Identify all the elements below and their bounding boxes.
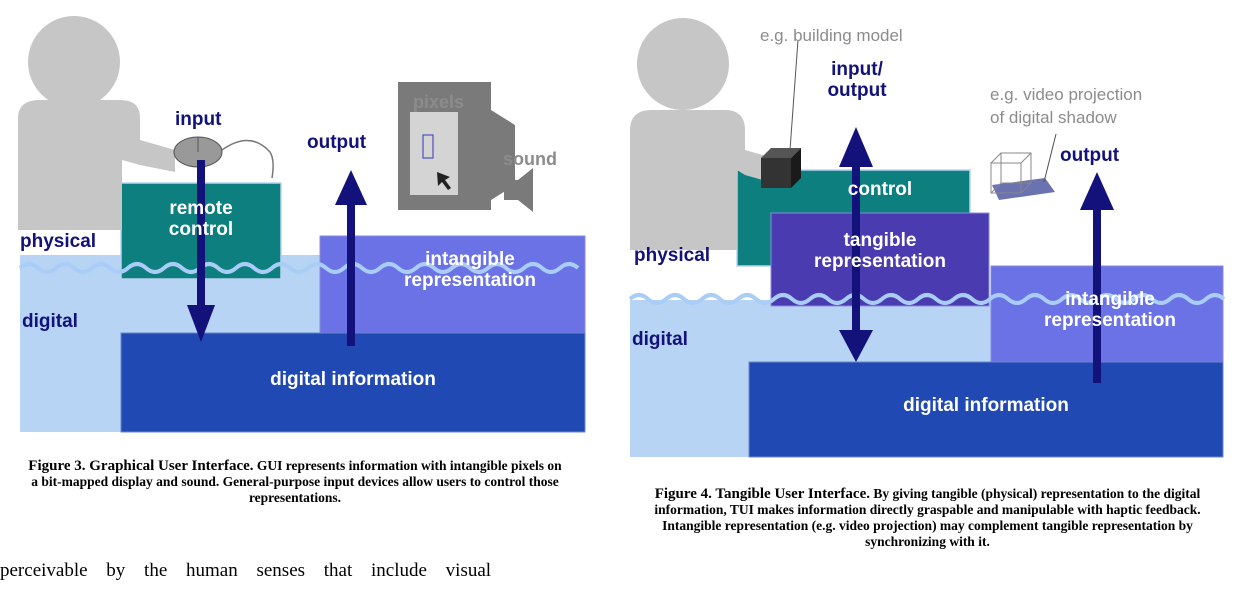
fig3-mouse-icon bbox=[173, 136, 274, 179]
fig3-output-arrow bbox=[335, 170, 367, 346]
fig3-digital-info-box bbox=[120, 332, 586, 433]
fig4-input-output-arrow bbox=[839, 127, 873, 362]
fig3-physical-label: physical bbox=[20, 231, 97, 252]
fig4-physical-label: physical bbox=[634, 245, 711, 266]
fig3-intangible-label: intangible representation bbox=[404, 249, 536, 291]
fig4-control-label: control bbox=[847, 179, 913, 200]
fig4-caption-title: Figure 4. Tangible User Interface. bbox=[654, 486, 870, 502]
figure-3: input pixels output sound remote control… bbox=[0, 0, 600, 560]
fig3-intangible-box bbox=[319, 235, 586, 337]
fig3-pixels-label: pixels bbox=[413, 92, 465, 112]
fig4-shadow-pointer bbox=[1043, 133, 1057, 183]
fig4-person-silhouette bbox=[630, 18, 780, 250]
fig4-digital-info-box bbox=[748, 361, 1224, 458]
fig4-wireframe-cube-icon bbox=[990, 152, 1055, 200]
fig3-input-label: input bbox=[175, 109, 222, 130]
fig4-caption: Figure 4. Tangible User Interface. By gi… bbox=[640, 486, 1215, 550]
figure-4: e.g. building model input/ output e.g. v… bbox=[620, 0, 1244, 595]
fig3-wave-line bbox=[18, 262, 580, 274]
fig4-intangible-box bbox=[990, 265, 1224, 365]
fig4-wave-line bbox=[628, 293, 1226, 305]
fig4-building-model-label: e.g. building model bbox=[760, 26, 903, 45]
fig4-tangible-label: tangible representation bbox=[814, 230, 946, 272]
fig3-digital-info-label: digital information bbox=[270, 369, 436, 390]
figure-3-diagram bbox=[18, 16, 586, 433]
body-text-fragment: perceivable by the human senses that inc… bbox=[0, 560, 492, 581]
fig3-digital-label: digital bbox=[22, 311, 78, 332]
fig4-intangible-label: intangible representation bbox=[1044, 289, 1176, 331]
fig4-output-label: output bbox=[1060, 145, 1120, 166]
fig4-caption-text: By giving tangible (physical) representa… bbox=[654, 486, 1201, 549]
fig4-video-projection-label: e.g. video projection of digital shadow bbox=[990, 85, 1143, 127]
fig3-output-label: output bbox=[307, 132, 367, 153]
fig4-tangible-box bbox=[770, 212, 990, 307]
fig4-model-pointer bbox=[789, 39, 799, 151]
fig3-speaker-icon bbox=[504, 168, 533, 212]
fig4-digital-info-label: digital information bbox=[903, 395, 1069, 416]
fig4-cube-icon bbox=[761, 148, 801, 188]
fig3-caption: Figure 3. Graphical User Interface. GUI … bbox=[25, 458, 565, 506]
fig3-caption-text: GUI represents information with intangib… bbox=[31, 458, 562, 505]
fig4-input-output-label: input/ output bbox=[827, 59, 887, 101]
fig3-caption-title: Figure 3. Graphical User Interface. bbox=[28, 458, 254, 474]
fig3-sound-label: sound bbox=[503, 149, 557, 169]
fig3-person-silhouette bbox=[18, 16, 175, 230]
figure-4-diagram bbox=[628, 18, 1226, 458]
fig3-remote-control-label: remote control bbox=[168, 198, 234, 240]
fig3-input-arrow bbox=[187, 160, 215, 342]
fig4-output-arrow bbox=[1080, 172, 1114, 383]
fig3-display-icon bbox=[398, 82, 515, 210]
fig4-digital-label: digital bbox=[632, 329, 688, 350]
